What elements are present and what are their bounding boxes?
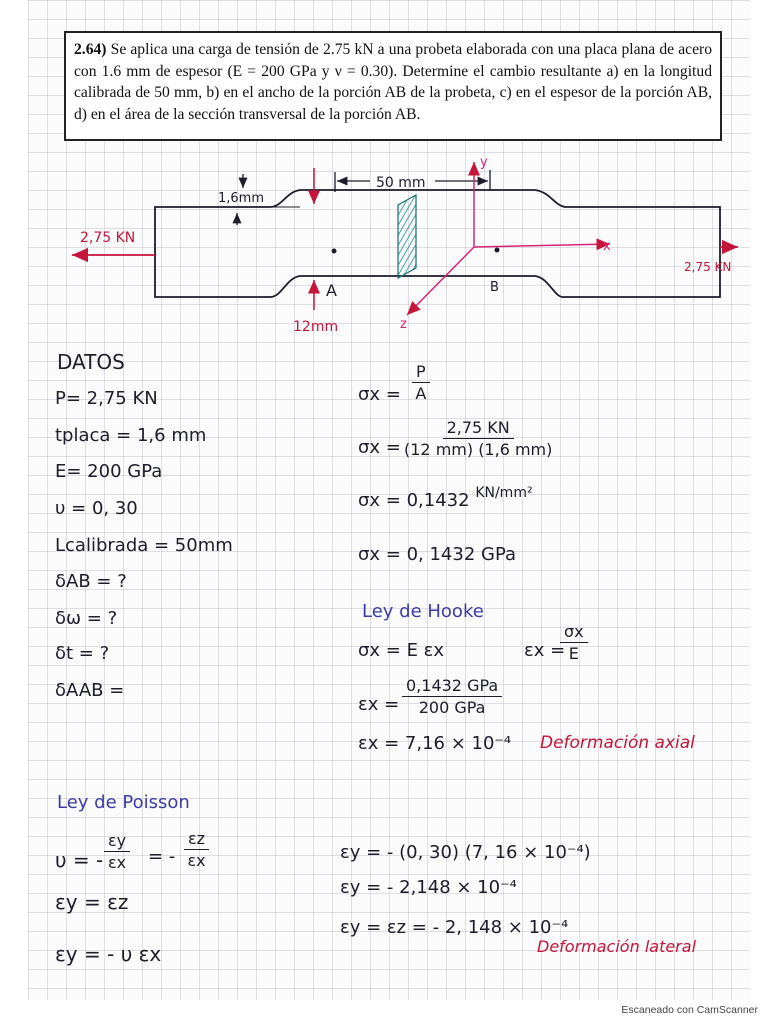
strain-sub-fraction: 0,1432 GPa 200 GPa (402, 676, 503, 717)
specimen-diagram: 50 mm 1,6mm 12mm 2,75 KN 2,75 KN y x z A… (72, 155, 738, 335)
strain-sub-lhs: εx = (358, 694, 400, 715)
poisson-num-1: εy (104, 831, 131, 852)
point-a-label: A (326, 281, 337, 300)
lateral-strain-step-3: εy = εz = - 2, 148 × 10⁻⁴ (340, 917, 569, 938)
data-delta-w: δω = ? (55, 608, 118, 629)
lateral-strain-note: Deformación lateral (537, 937, 697, 956)
hooke-equation: σx = E εx (358, 640, 445, 661)
hooke-strain-lhs: εx = (524, 640, 566, 661)
dim-thickness-label: 1,6mm (218, 191, 264, 206)
load-right-label: 2,75 KN (684, 260, 731, 274)
specimen-outline (154, 189, 721, 298)
data-gauge-length: Lcalibrada = 50mm (55, 535, 233, 556)
poisson-title: Ley de Poisson (57, 792, 190, 813)
problem-statement: 2.64) Se aplica una carga de tensión de … (74, 39, 712, 125)
axial-strain-value: εx = 7,16 × 10⁻⁴ (358, 733, 512, 754)
hooke-strain-fraction: σx E (560, 622, 588, 663)
data-poisson: υ = 0, 30 (55, 498, 138, 519)
stress-value-knmm: σx = 0,1432 KN/mm² (358, 485, 533, 511)
stress-def-den: A (415, 384, 427, 403)
data-delta-t: δt = ? (55, 643, 110, 664)
axial-strain-note: Deformación axial (540, 733, 695, 753)
strain-y-definition: εy = - υ εx (55, 942, 162, 966)
axis-x-label: x (603, 239, 611, 254)
cross-section-hatch (397, 193, 417, 280)
problem-text: Se aplica una carga de tensión de 2.75 k… (74, 41, 712, 123)
problem-number: 2.64) (74, 41, 107, 58)
hooke-strain-den: E (568, 644, 579, 663)
data-thickness: tplaca = 1,6 mm (55, 425, 207, 446)
problem-statement-box: 2.64) Se aplica una carga de tensión de … (64, 31, 722, 141)
point-a-dot (331, 248, 337, 254)
lateral-strain-step-2: εy = - 2,148 × 10⁻⁴ (340, 877, 517, 898)
lateral-strain-step-1: εy = - (0, 30) (7, 16 × 10⁻⁴) (340, 842, 591, 863)
stress-sub-lhs: σx = (358, 437, 401, 458)
stress-def-num: P (412, 362, 430, 383)
stress-sub-den: (12 mm) (1,6 mm) (404, 440, 553, 459)
stress-sub-fraction: 2,75 KN (12 mm) (1,6 mm) (404, 418, 552, 459)
strain-sub-den: 200 GPa (418, 698, 486, 717)
poisson-fraction-2: εz εx (184, 829, 210, 870)
dim-length-label: 50 mm (376, 175, 426, 191)
poisson-v-lhs: υ = - (55, 848, 104, 872)
point-b-dot (494, 247, 500, 253)
strain-y-equals-z: εy = εz (55, 890, 129, 914)
axis-z-label: z (400, 317, 407, 332)
stress-unit: KN/mm² (475, 485, 533, 501)
poisson-v-mid: = - (148, 846, 176, 867)
hooke-title: Ley de Hooke (362, 601, 484, 622)
poisson-num-2: εz (184, 829, 210, 850)
load-left-label: 2,75 KN (80, 230, 135, 246)
poisson-den-1: εx (108, 853, 127, 872)
data-delta-ab: δAB = ? (55, 571, 127, 592)
stress-value-knmm-text: σx = 0,1432 (358, 490, 470, 511)
data-modulus: E= 200 GPa (55, 461, 163, 482)
data-load: P= 2,75 KN (55, 388, 158, 409)
datos-heading: DATOS (57, 350, 125, 374)
stress-def-lhs: σx = (358, 384, 401, 405)
hooke-strain-num: σx (560, 622, 588, 643)
axis-y-label: y (480, 155, 488, 170)
poisson-den-2: εx (187, 851, 206, 870)
poisson-fraction-1: εy εx (104, 831, 131, 872)
graph-paper-sheet (28, 0, 750, 1000)
stress-def-fraction: P A (412, 362, 430, 403)
stress-sub-num: 2,75 KN (442, 418, 514, 439)
point-b-label: B (490, 280, 499, 295)
dim-width-label: 12mm (293, 319, 338, 335)
data-delta-area: δAAB = (55, 680, 125, 701)
scanner-watermark: Escaneado con CamScanner (621, 1004, 758, 1016)
stress-value-gpa: σx = 0, 1432 GPa (358, 544, 517, 565)
strain-sub-num: 0,1432 GPa (402, 676, 503, 697)
